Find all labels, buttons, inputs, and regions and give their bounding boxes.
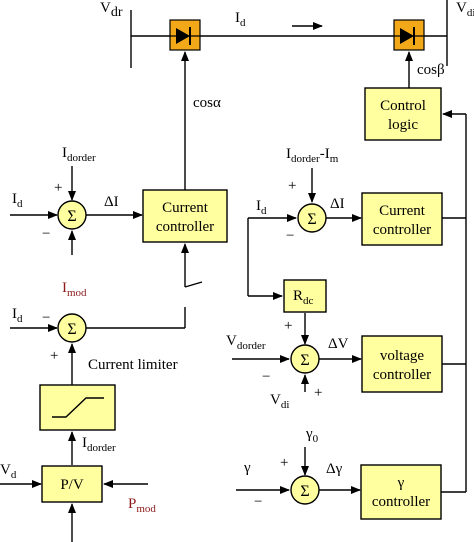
gamma-controller-line1: γ bbox=[397, 475, 405, 491]
vdorder-label: Vdorder bbox=[226, 333, 266, 352]
plus-sign-4: + bbox=[284, 318, 292, 334]
delta-i-left-label: ΔI bbox=[104, 194, 119, 210]
summing-junction-2 bbox=[57, 313, 87, 343]
limiter-curve-icon bbox=[52, 397, 104, 418]
delta-gamma-label: Δγ bbox=[326, 461, 343, 477]
current-limiter-label: Current limiter bbox=[88, 357, 178, 373]
rdc-label: Rdc bbox=[293, 288, 314, 307]
sum-symbol-5: Σ bbox=[300, 483, 309, 500]
left-cc-line2: controller bbox=[156, 219, 214, 235]
current-limiter-block bbox=[39, 384, 116, 431]
plus-sign-5: + bbox=[314, 385, 322, 401]
delta-v-label: ΔV bbox=[328, 336, 349, 352]
rdc-block bbox=[283, 279, 327, 313]
plus-sign-3: + bbox=[288, 178, 296, 194]
idorder-top-label: Idorder bbox=[62, 145, 96, 164]
voltage-controller-line1: voltage bbox=[380, 348, 424, 364]
minus-sign-6: − bbox=[254, 494, 262, 510]
right-cc-line1: Current bbox=[379, 203, 426, 219]
id-left-label: Id bbox=[12, 191, 23, 210]
control-logic-line1: Control bbox=[380, 98, 426, 114]
id-lower-label: Id bbox=[12, 306, 23, 325]
voltage-controller-line2: controller bbox=[373, 367, 431, 383]
vdi-label: Vdi bbox=[270, 392, 289, 411]
inverter-thyristor-icon bbox=[393, 19, 425, 51]
minus-sign-2: − bbox=[42, 310, 50, 326]
voltage-controller-block bbox=[361, 335, 443, 393]
vdr-label: Vdr bbox=[100, 0, 123, 20]
plus-sign-1: + bbox=[54, 180, 62, 196]
rectifier-thyristor-icon bbox=[169, 19, 201, 51]
gamma-controller-line2: controller bbox=[372, 494, 430, 510]
plus-sign-2: + bbox=[50, 348, 58, 364]
imod-label: Imod bbox=[62, 280, 87, 299]
idorder-im-label: Idorder-Im bbox=[286, 146, 339, 165]
gamma-controller-block bbox=[360, 464, 442, 520]
sum-symbol-2: Σ bbox=[67, 321, 76, 338]
right-current-controller-block bbox=[361, 192, 443, 246]
cos-alpha-label: cosα bbox=[193, 95, 221, 111]
pv-block bbox=[41, 465, 103, 503]
sum-symbol-1: Σ bbox=[67, 208, 76, 225]
plus-sign-6: + bbox=[280, 455, 288, 471]
id-line-label: Id bbox=[235, 10, 246, 29]
minus-sign-1: − bbox=[42, 226, 50, 242]
vdi-bus-label: Vdi bbox=[456, 0, 474, 19]
pv-label: P/V bbox=[60, 477, 84, 493]
cos-beta-label: cosβ bbox=[417, 62, 445, 78]
control-logic-line2: logic bbox=[388, 117, 418, 133]
vd-label: Vd bbox=[0, 462, 17, 481]
gamma0-label: γ0 bbox=[305, 426, 319, 445]
minus-sign-4: − bbox=[262, 369, 270, 385]
gamma-label: γ bbox=[243, 460, 251, 476]
left-cc-line1: Current bbox=[162, 200, 209, 216]
sum-symbol-3: Σ bbox=[307, 211, 316, 228]
minus-sign-3: − bbox=[286, 228, 294, 244]
id-right-label: Id bbox=[256, 198, 267, 217]
left-current-controller-block bbox=[142, 189, 228, 243]
switch-blade bbox=[184, 281, 203, 288]
control-logic-block bbox=[364, 87, 442, 141]
sum-symbol-4: Σ bbox=[300, 352, 309, 369]
right-cc-line2: controller bbox=[373, 222, 431, 238]
delta-i-right-label: ΔI bbox=[330, 196, 345, 212]
pmod-label: Pmod bbox=[128, 496, 156, 515]
idorder-lower-label: Idorder bbox=[82, 435, 116, 454]
